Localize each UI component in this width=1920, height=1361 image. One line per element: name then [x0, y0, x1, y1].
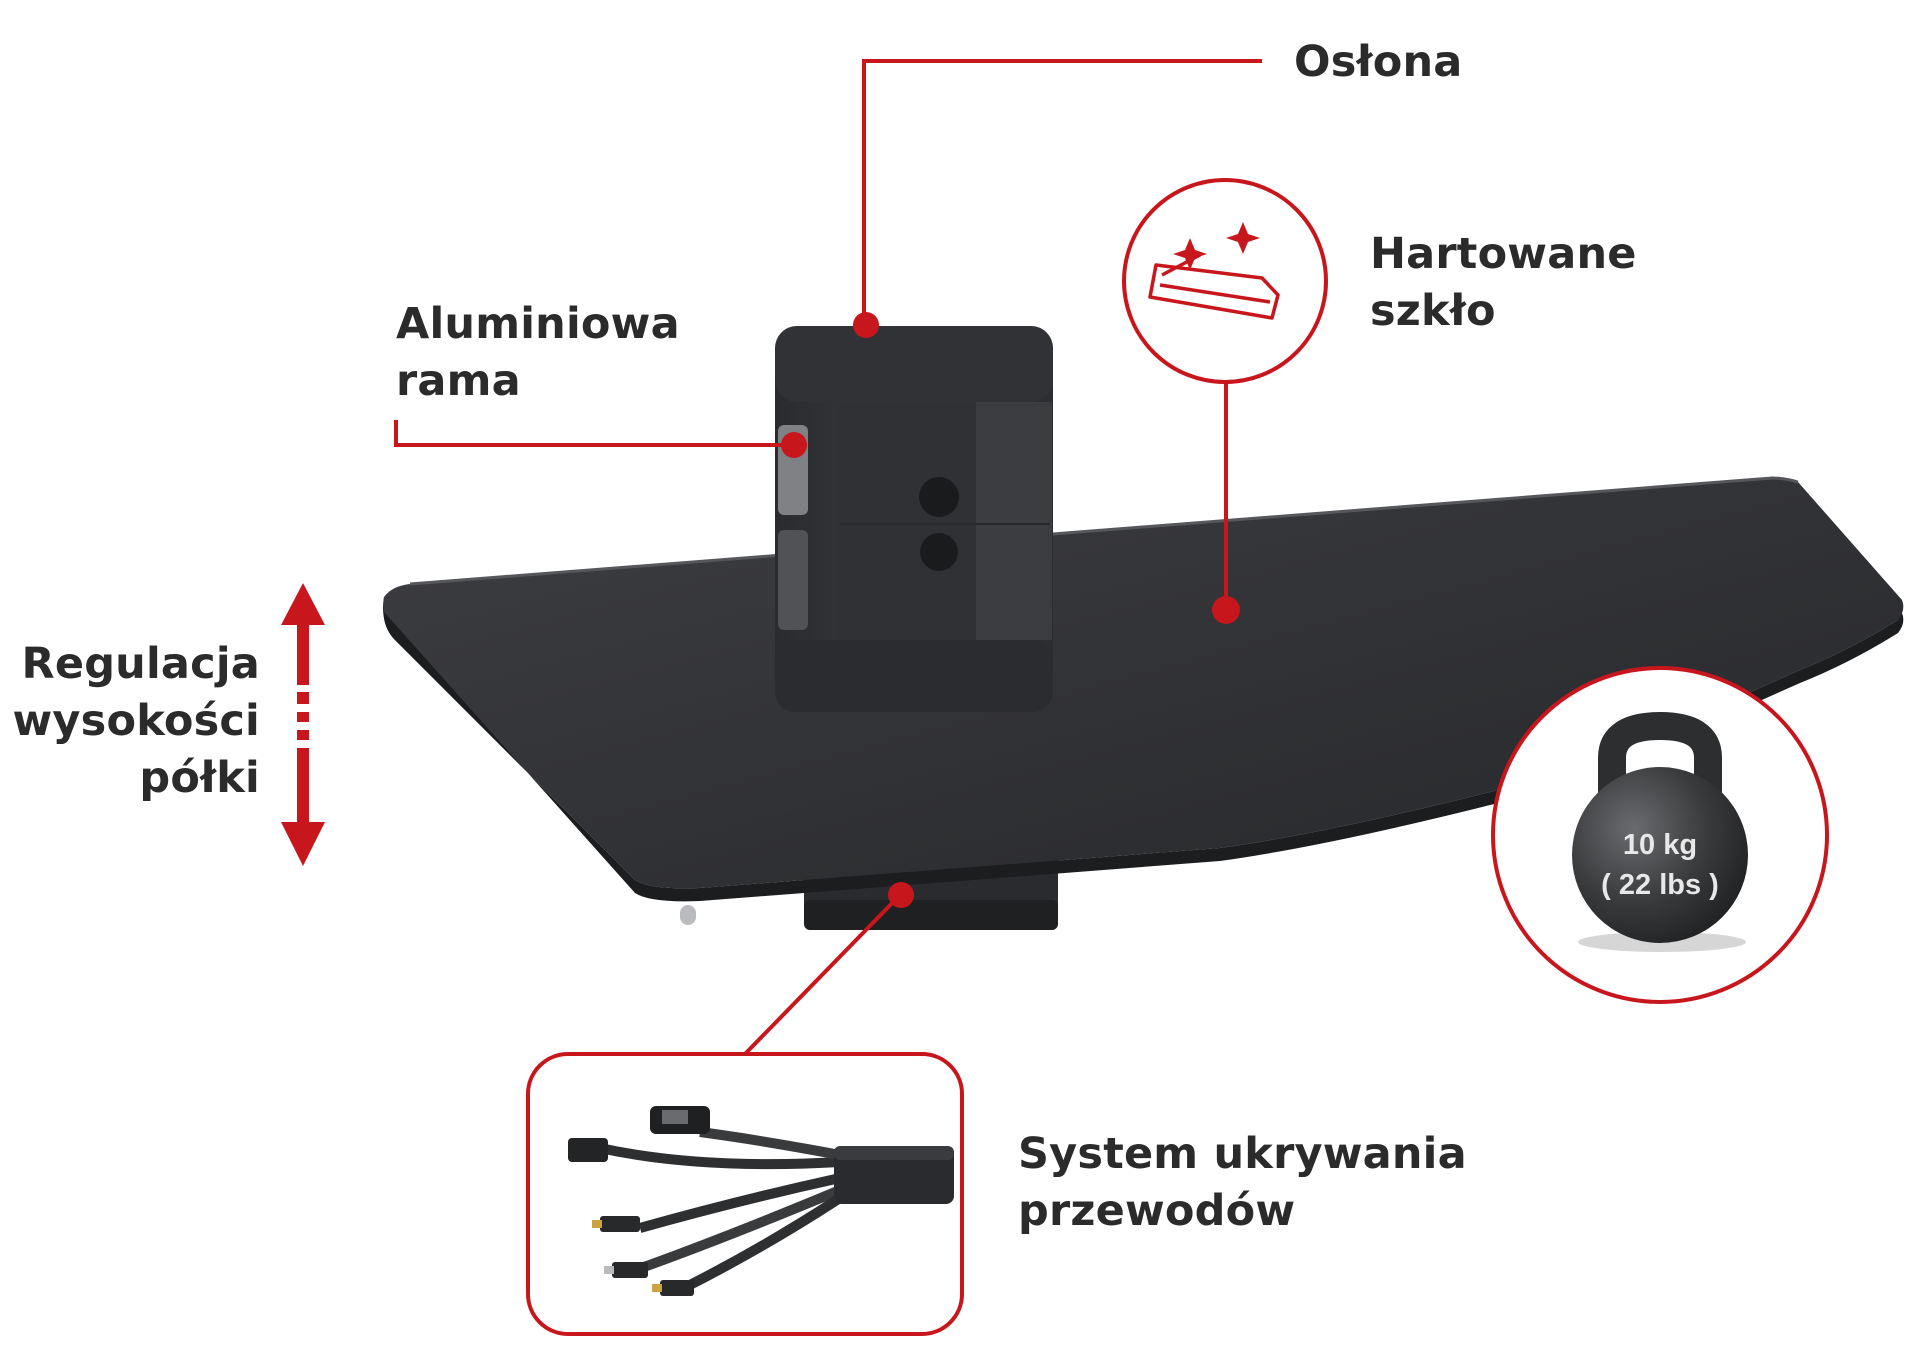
- regulacja-label-line2: wysokości: [12, 696, 260, 746]
- przewody-leader-line: [743, 893, 902, 1056]
- glass-sparkle-icon: [1122, 178, 1328, 384]
- rama-leader-line: [394, 420, 793, 447]
- regulacja-label: Regulacja wysokości półki: [13, 636, 261, 807]
- cable-box: [526, 1052, 964, 1336]
- przewody-label-line2: przewodów: [1018, 1186, 1296, 1236]
- rama-label: Aluminiowa rama: [396, 296, 680, 410]
- oslona-label: Osłona: [1294, 34, 1462, 91]
- top-bracket: [775, 326, 1053, 712]
- przewody-label: System ukrywania przewodów: [1018, 1126, 1467, 1240]
- przewody-label-line1: System ukrywania: [1018, 1129, 1467, 1179]
- rama-dot: [781, 432, 807, 458]
- regulacja-label-line1: Regulacja: [21, 639, 260, 689]
- rama-label-line1: Aluminiowa: [396, 299, 680, 349]
- szklo-dot: [1212, 596, 1240, 624]
- kettlebell-icon: 10 kg ( 22 lbs ): [1572, 711, 1748, 952]
- szklo-label-line2: szkło: [1370, 286, 1496, 336]
- oslona-dot: [853, 312, 879, 338]
- glass-shelf: [383, 476, 1904, 902]
- weight-kg-text: 10 kg: [1623, 829, 1697, 861]
- weight-circle: 10 kg ( 22 lbs ): [1491, 666, 1829, 1004]
- oslona-label-line1: Osłona: [1294, 37, 1463, 87]
- regulacja-label-line3: półki: [139, 753, 260, 803]
- rama-label-line2: rama: [396, 356, 521, 406]
- oslona-leader-line: [862, 59, 1262, 323]
- szklo-label: Hartowane szkło: [1370, 226, 1637, 340]
- weight-lbs-text: ( 22 lbs ): [1601, 869, 1719, 901]
- callout-dots: [781, 312, 1240, 908]
- callout-lines: [394, 59, 1262, 1056]
- vertical-double-arrow-icon: [281, 583, 325, 866]
- cable-bundle-icon: [568, 1106, 954, 1296]
- przewody-dot: [888, 882, 914, 908]
- szklo-label-line1: Hartowane: [1370, 229, 1637, 279]
